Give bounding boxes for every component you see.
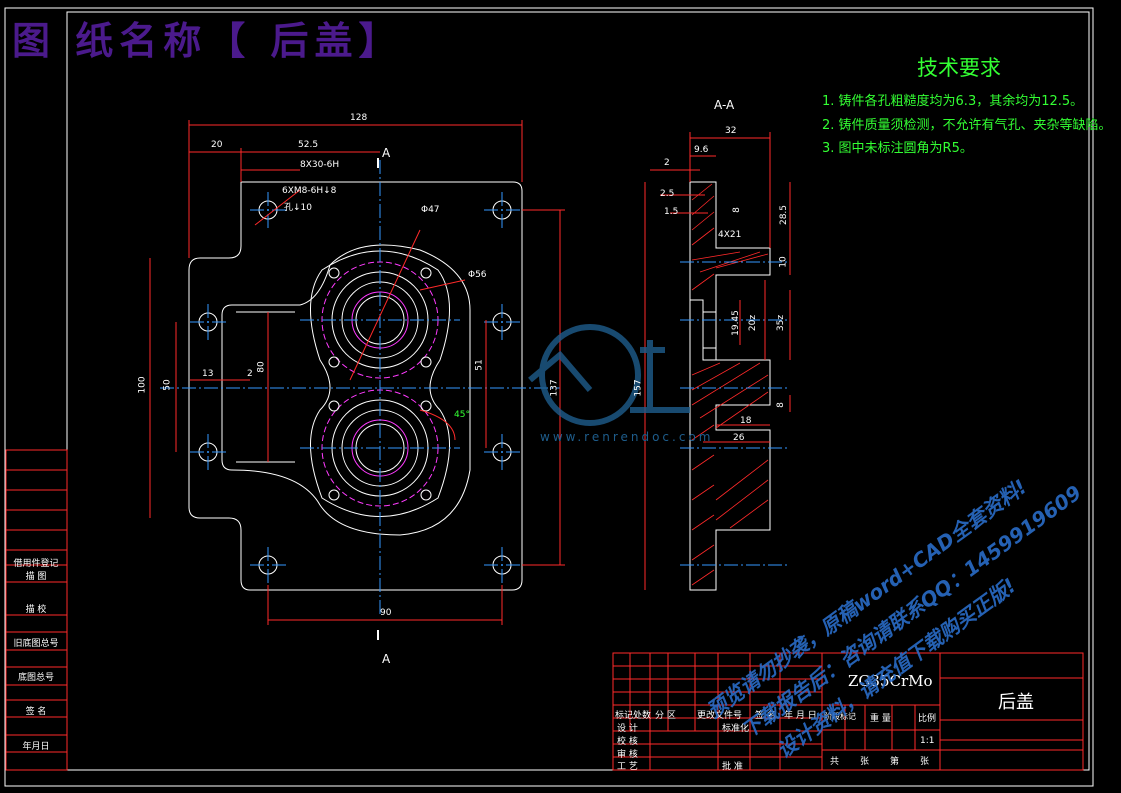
side-table-cell: 签 名 bbox=[25, 707, 47, 717]
section-label: A-A bbox=[714, 98, 735, 112]
requirement-item: 2. 铸件质量须检测，不允许有气孔、夹杂等缺陷。 bbox=[822, 118, 1112, 133]
tb-role: 设 计 bbox=[617, 724, 638, 734]
dim-label: 13 bbox=[202, 369, 214, 379]
section-hatch bbox=[691, 183, 769, 586]
dim-label: 32 bbox=[725, 126, 737, 136]
dim-label: 90 bbox=[380, 608, 392, 618]
section-centerlines bbox=[680, 261, 790, 566]
tb-header: 分 区 bbox=[655, 711, 676, 721]
tb-role: 工 艺 bbox=[617, 762, 638, 772]
requirements-heading: 技术要求 bbox=[917, 56, 1001, 80]
side-table-cell: 借用件登记 bbox=[13, 559, 59, 569]
dim-label: 6XM8-6H↓8 bbox=[282, 186, 337, 196]
dim-label: 28.5 bbox=[779, 204, 790, 226]
tb-role: 审 核 bbox=[617, 750, 638, 760]
tb-label: 批 准 bbox=[722, 762, 743, 772]
material-label: ZG35CrMo bbox=[848, 672, 933, 690]
dim-label: 18 bbox=[740, 416, 752, 426]
part-name: 后盖 bbox=[998, 692, 1034, 713]
dim-label: 8 bbox=[775, 402, 786, 408]
tb-header: 年 月 日 bbox=[784, 711, 817, 721]
dim-label: 137 bbox=[549, 379, 560, 397]
tb-sheet: 第 bbox=[890, 757, 900, 767]
tb-stage-header: 重 量 bbox=[870, 714, 891, 724]
dim-label: Φ56 bbox=[468, 270, 487, 280]
dim-label: 45° bbox=[454, 410, 470, 420]
side-table-cell: 描 校 bbox=[25, 605, 47, 615]
dim-label: 8X30-6H bbox=[300, 160, 340, 170]
section-view bbox=[689, 181, 771, 591]
watermark-logo bbox=[528, 324, 690, 426]
tb-header: 签 名 bbox=[755, 711, 776, 721]
dim-label: 20z bbox=[748, 314, 759, 332]
dim-label: 100 bbox=[137, 376, 148, 394]
section-dimension-lines bbox=[644, 132, 791, 590]
title-block-grid bbox=[612, 652, 1084, 771]
dim-label: 2 bbox=[664, 158, 670, 168]
dim-label: 128 bbox=[350, 113, 368, 123]
dim-label: 20 bbox=[211, 140, 223, 150]
dim-label: 2 bbox=[247, 369, 253, 379]
tb-header: 处数 bbox=[633, 711, 652, 721]
tb-header: 标记 bbox=[615, 711, 634, 721]
dim-label: 35z bbox=[776, 314, 787, 332]
watermark-site: www.renrendoc.com bbox=[540, 430, 714, 444]
tb-sheet: 共 bbox=[830, 757, 840, 767]
tb-stage-header: 比例 bbox=[918, 714, 937, 724]
requirement-item: 3. 图中未标注圆角为R5。 bbox=[822, 141, 973, 156]
dim-label: 8 bbox=[731, 207, 742, 213]
dim-label: Φ47 bbox=[421, 205, 440, 215]
tb-sheet: 张 bbox=[920, 757, 930, 767]
tb-header: 更改文件号 bbox=[697, 711, 743, 721]
section-mark-top: A bbox=[382, 146, 391, 160]
front-centerlines bbox=[160, 160, 560, 615]
dim-label: 2.5 bbox=[660, 189, 675, 199]
dim-label: 9.6 bbox=[694, 145, 709, 155]
dim-label: 80 bbox=[256, 361, 267, 373]
section-mark-bottom: A bbox=[382, 652, 391, 666]
requirement-item: 1. 铸件各孔粗糙度均为6.3，其余均为12.5。 bbox=[822, 94, 1084, 109]
outer-border bbox=[4, 7, 1094, 787]
tb-stage-header: 阶段标记 bbox=[824, 712, 856, 721]
front-dimension-lines bbox=[149, 120, 565, 625]
dim-label: 4X21 bbox=[718, 230, 742, 240]
dim-label: 孔↓10 bbox=[284, 203, 312, 213]
dim-label: 52.5 bbox=[298, 140, 319, 150]
dim-label: 1.5 bbox=[664, 207, 679, 217]
dim-label: 19.45 bbox=[730, 310, 741, 336]
front-view bbox=[188, 181, 523, 591]
dim-label: 26 bbox=[733, 433, 745, 443]
tb-sheet: 张 bbox=[860, 757, 870, 767]
side-table-cell: 旧底图总号 bbox=[13, 639, 59, 649]
side-table-cell: 底图总号 bbox=[17, 673, 54, 683]
side-table-cell: 年月日 bbox=[22, 742, 50, 752]
dim-label: 157 bbox=[633, 379, 644, 397]
drawing-title: 图 纸名称【 后盖】 bbox=[12, 18, 403, 63]
tb-role: 校 核 bbox=[617, 737, 638, 747]
dim-label: 51 bbox=[474, 359, 485, 371]
side-table-grid bbox=[5, 449, 68, 771]
tb-scale: 1:1 bbox=[920, 736, 935, 746]
dim-label: 50 bbox=[162, 379, 173, 391]
inner-border bbox=[66, 11, 1090, 771]
tb-label: 标准化 bbox=[722, 724, 750, 734]
side-table-cell: 描 图 bbox=[25, 572, 47, 582]
dim-label: 10 bbox=[778, 256, 789, 268]
